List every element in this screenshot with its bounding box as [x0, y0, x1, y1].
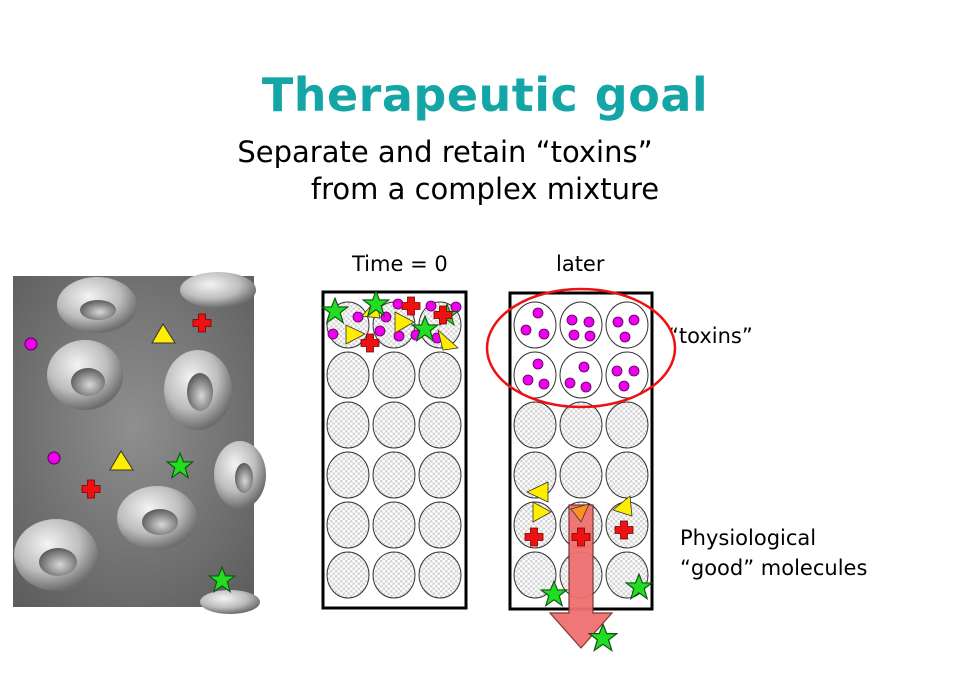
column-later — [508, 291, 654, 652]
good-molecules-line-2: “good” molecules — [680, 556, 868, 580]
red-blood-cell — [57, 277, 137, 333]
flow-arrow — [548, 503, 614, 649]
red-blood-cell — [47, 340, 123, 410]
toxins-highlight-ring — [485, 287, 677, 409]
red-blood-cell — [164, 350, 232, 430]
red-blood-cell — [14, 519, 98, 591]
blood-cell-micrograph — [13, 272, 266, 614]
passing-good-molecules — [524, 481, 634, 547]
slide-subtitle: Separate and retain “toxins” from a comp… — [0, 134, 970, 208]
triangle-molecule — [151, 323, 176, 344]
subtitle-line-2: from a complex mixture — [310, 172, 660, 206]
slide-title: Therapeutic goal — [261, 68, 709, 122]
toxin-molecule — [47, 451, 61, 465]
subtitle-line-1: Separate and retain “toxins” — [237, 135, 653, 169]
good-molecules-line-1: Physiological — [680, 526, 817, 550]
good-molecules-label: Physiological “good” molecules — [680, 523, 867, 583]
column-time-zero — [321, 290, 468, 610]
time-zero-label: Time = 0 — [352, 252, 448, 276]
red-blood-cell — [117, 486, 197, 550]
toxin-molecule — [24, 337, 38, 351]
toxins-label: “toxins” — [668, 324, 753, 348]
red-blood-cell — [214, 441, 266, 509]
retained-toxins — [520, 307, 640, 393]
red-blood-cell — [180, 272, 256, 308]
red-blood-cell — [200, 590, 260, 614]
triangle-molecule — [109, 450, 134, 471]
later-label: later — [556, 252, 605, 276]
mixed-molecules — [321, 290, 462, 353]
